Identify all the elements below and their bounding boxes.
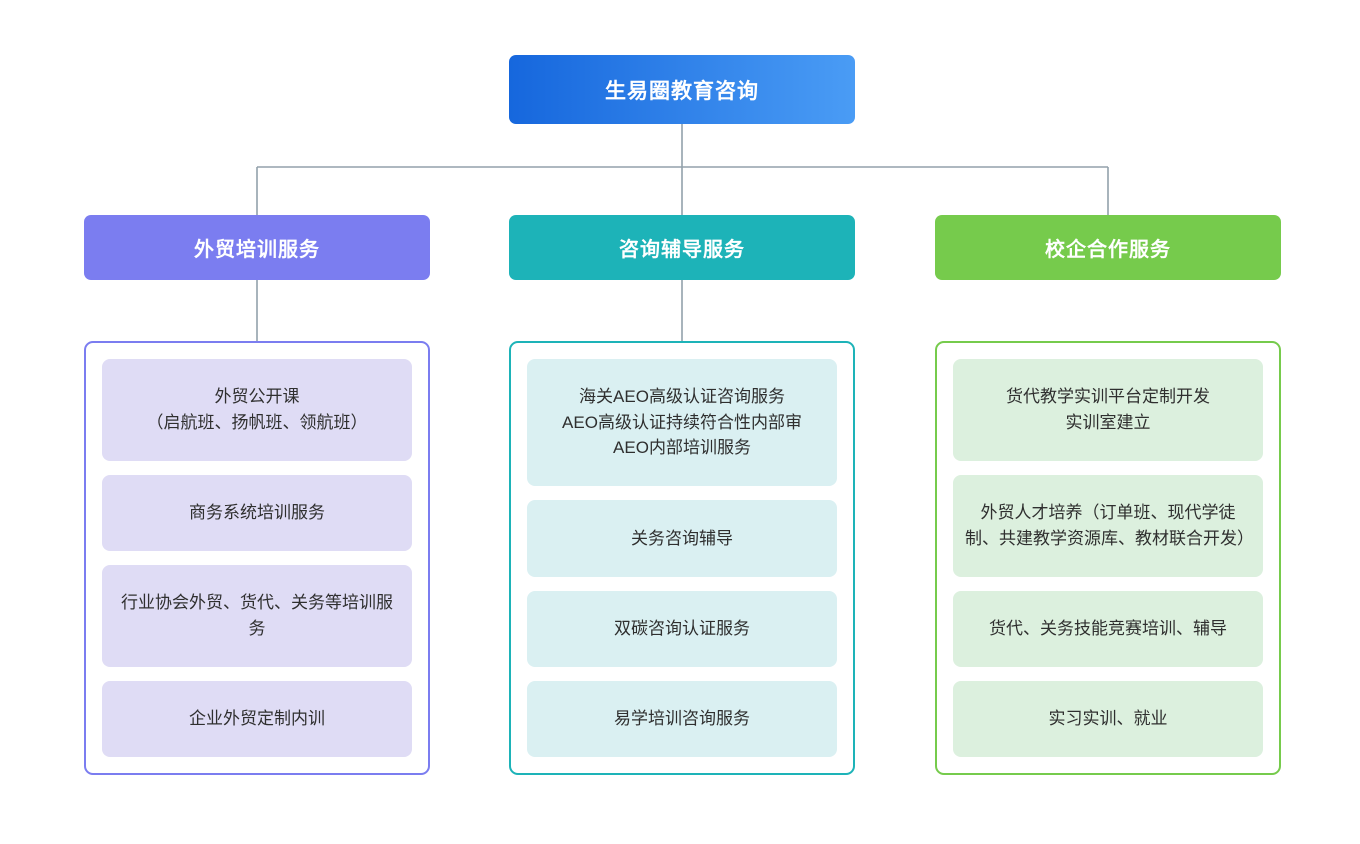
item-card[interactable]: 海关AEO高级认证咨询服务 AEO高级认证持续符合性内部审 AEO内部培训服务 (527, 359, 837, 487)
item-card[interactable]: 双碳咨询认证服务 (527, 590, 837, 667)
root-node-label: 生易圈教育咨询 (605, 79, 759, 103)
column-header-label-0: 外贸培训服务 (194, 239, 320, 261)
column-box-2: 货代教学实训平台定制开发 实训室建立 外贸人才培养（订单班、现代学徒制、共建教学… (935, 341, 1281, 775)
item-card[interactable]: 商务系统培训服务 (102, 474, 412, 551)
column-header-0[interactable]: 外贸培训服务 (84, 215, 430, 280)
item-card[interactable]: 货代教学实训平台定制开发 实训室建立 (953, 359, 1263, 461)
column-box-1: 海关AEO高级认证咨询服务 AEO高级认证持续符合性内部审 AEO内部培训服务 … (509, 341, 855, 775)
column-header-2[interactable]: 校企合作服务 (935, 215, 1281, 280)
column-header-1[interactable]: 咨询辅导服务 (509, 215, 855, 280)
column-box-0: 外贸公开课 （启航班、扬帆班、领航班） 商务系统培训服务 行业协会外贸、货代、关… (84, 341, 430, 775)
item-card[interactable]: 行业协会外贸、货代、关务等培训服务 (102, 565, 412, 667)
item-card[interactable]: 外贸人才培养（订单班、现代学徒制、共建教学资源库、教材联合开发） (953, 474, 1263, 577)
column-header-label-2: 校企合作服务 (1045, 239, 1171, 261)
item-card[interactable]: 企业外贸定制内训 (102, 680, 412, 757)
item-card[interactable]: 货代、关务技能竞赛培训、辅导 (953, 590, 1263, 667)
root-node[interactable]: 生易圈教育咨询 (509, 55, 855, 124)
item-card[interactable]: 关务咨询辅导 (527, 500, 837, 577)
item-card[interactable]: 实习实训、就业 (953, 680, 1263, 757)
column-header-label-1: 咨询辅导服务 (619, 239, 745, 261)
item-card[interactable]: 易学培训咨询服务 (527, 680, 837, 757)
item-card[interactable]: 外贸公开课 （启航班、扬帆班、领航班） (102, 359, 412, 461)
